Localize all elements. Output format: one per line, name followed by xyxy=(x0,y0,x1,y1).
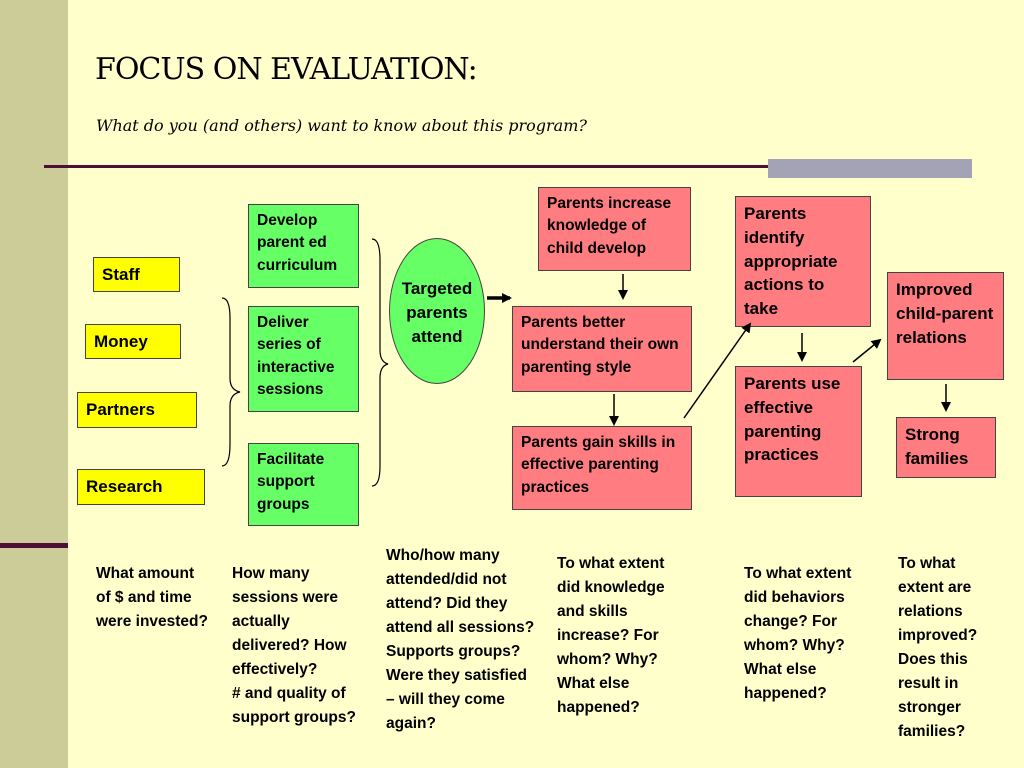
arrow-use-to-relations xyxy=(852,338,882,363)
activities-brace xyxy=(371,238,389,487)
outcome-gain-skills: Parents gain skills in effective parenti… xyxy=(512,426,692,510)
question-long-term-outcomes: To what extent are relations improved? D… xyxy=(898,555,978,741)
input-money: Money xyxy=(85,324,181,359)
activity-develop-curriculum: Develop parent ed curriculum xyxy=(248,204,359,288)
input-partners: Partners xyxy=(77,392,197,428)
arrow-skills-to-identify xyxy=(683,322,752,419)
left-band-rule xyxy=(0,543,68,548)
title-divider-accent xyxy=(768,159,972,178)
title-divider xyxy=(44,165,972,168)
outcome-understand-style: Parents better understand their own pare… xyxy=(512,306,692,392)
input-staff: Staff xyxy=(93,257,180,292)
page-title: FOCUS ON EVALUATION: xyxy=(95,52,478,87)
participation-ellipse: Targeted parents attend xyxy=(389,238,485,384)
question-inputs: What amount of $ and time were invested? xyxy=(96,565,208,631)
outcome-identify-actions: Parents identify appropriate actions to … xyxy=(735,196,871,327)
activity-facilitate-groups: Facilitate support groups xyxy=(248,443,359,526)
activity-deliver-sessions: Deliver series of interactive sessions xyxy=(248,306,359,412)
question-activities: How many sessions were actually delivere… xyxy=(232,565,356,727)
question-participation: Who/how many attended/did not attend? Di… xyxy=(386,547,535,733)
input-research: Research xyxy=(77,469,205,505)
inputs-brace xyxy=(221,297,241,467)
page-subtitle: What do you (and others) want to know ab… xyxy=(96,116,587,135)
outcome-improved-relations: Improved child-parent relations xyxy=(887,272,1004,380)
outcome-increase-knowledge: Parents increase knowledge of child deve… xyxy=(538,187,691,271)
participation-label: Targeted parents attend xyxy=(401,279,473,346)
outcome-use-practices: Parents use effective parenting practice… xyxy=(735,366,862,497)
left-decorative-band xyxy=(0,0,68,768)
question-short-term-outcomes: To what extent did knowledge and skills … xyxy=(557,555,665,717)
outcome-strong-families: Strong families xyxy=(896,417,996,478)
question-medium-term-outcomes: To what extent did behaviors change? For… xyxy=(744,565,852,703)
